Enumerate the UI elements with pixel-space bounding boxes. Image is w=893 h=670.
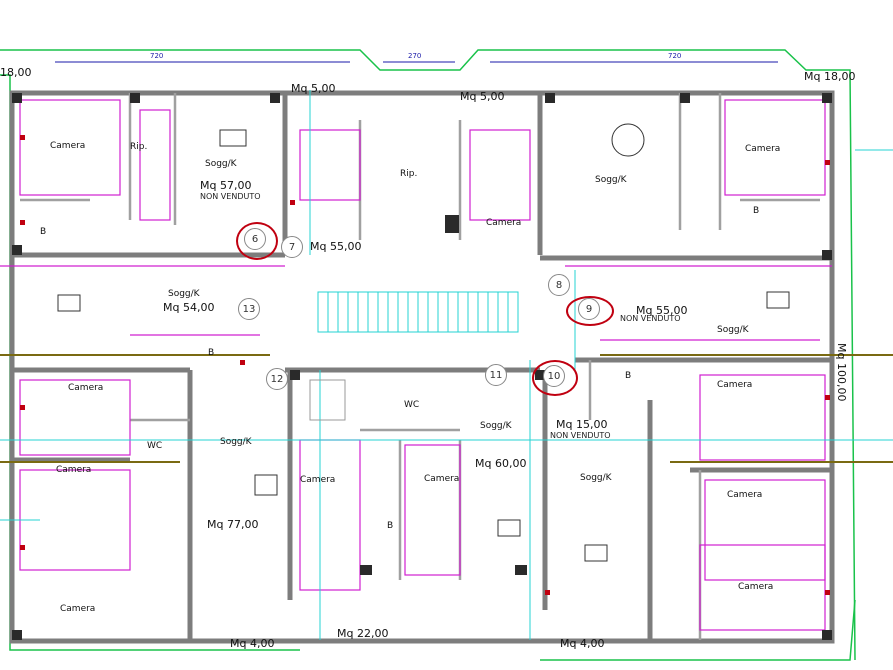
partitions <box>0 99 832 631</box>
room-label: Camera <box>738 582 774 592</box>
room-label: Camera <box>727 490 763 500</box>
area-label: Mq 22,00 <box>337 627 389 640</box>
area-label: Mq 55,00 <box>636 304 688 317</box>
area-label: Mq 4,00 <box>560 637 605 650</box>
room-label: Camera <box>56 465 92 475</box>
status-label: NON VENDUTO <box>200 192 261 201</box>
highlight-ring-6 <box>236 222 278 260</box>
room-label: Camera <box>300 475 336 485</box>
dining-tables <box>57 123 790 562</box>
room-label: WC <box>147 441 163 451</box>
dimension-label: 720 <box>668 52 682 60</box>
area-label: Mq 18,00 <box>804 70 856 83</box>
room-label: B <box>387 521 394 531</box>
unit-number: 7 <box>281 236 303 258</box>
pillars <box>12 93 832 640</box>
room-label: Camera <box>717 380 753 390</box>
unit-number: 11 <box>485 364 507 386</box>
room-label: Camera <box>745 144 781 154</box>
area-label: Mq 15,00 <box>556 418 608 431</box>
room-label: Sogg/K <box>220 437 252 447</box>
room-label: Camera <box>68 383 104 393</box>
area-label: Mq 54,00 <box>163 301 215 314</box>
area-label: Mq 100,00 <box>835 343 848 402</box>
highlight-ring-10 <box>532 360 578 396</box>
dimension-label: 18,00 <box>0 66 32 79</box>
unit-number: 6 <box>244 228 266 250</box>
unit-number: 10 <box>543 365 565 387</box>
red-markers <box>20 135 830 595</box>
room-label: Sogg/K <box>168 289 200 299</box>
room-label: Sogg/K <box>205 159 237 169</box>
area-label: Mq 60,00 <box>475 457 527 470</box>
highlight-ring-9 <box>566 296 614 326</box>
room-label: Rip. <box>130 142 148 152</box>
area-label: Mq 5,00 <box>460 90 505 103</box>
unit-number: 12 <box>266 368 288 390</box>
dimension-label: 720 <box>150 52 164 60</box>
room-label: Sogg/K <box>480 421 512 431</box>
area-label: Mq 5,00 <box>291 82 336 95</box>
room-label: B <box>625 371 632 381</box>
room-label: Camera <box>50 141 86 151</box>
structure-lines <box>0 90 893 640</box>
room-label: Sogg/K <box>717 325 749 335</box>
room-label: Camera <box>424 474 460 484</box>
room-label: Sogg/K <box>580 473 612 483</box>
area-label: Mq 55,00 <box>310 240 362 253</box>
room-label: WC <box>404 400 420 410</box>
area-label: Mq 4,00 <box>230 637 275 650</box>
room-label: Sogg/K <box>595 175 627 185</box>
dimension-label: 270 <box>408 52 422 60</box>
staircase <box>309 291 519 421</box>
area-label: Mq 57,00 <box>200 179 252 192</box>
room-label: Camera <box>486 218 522 228</box>
status-label: NON VENDUTO <box>620 314 681 323</box>
room-label: Camera <box>60 604 96 614</box>
status-label: NON VENDUTO <box>550 431 611 440</box>
room-label: B <box>40 227 47 237</box>
room-label: Rip. <box>400 169 418 179</box>
area-label: Mq 77,00 <box>207 518 259 531</box>
unit-number: 9 <box>578 298 600 320</box>
room-label: B <box>753 206 760 216</box>
unit-number: 8 <box>548 274 570 296</box>
walls <box>9 90 835 644</box>
unit-number: 13 <box>238 298 260 320</box>
room-label: B <box>208 348 215 358</box>
brown-lines <box>0 354 893 463</box>
